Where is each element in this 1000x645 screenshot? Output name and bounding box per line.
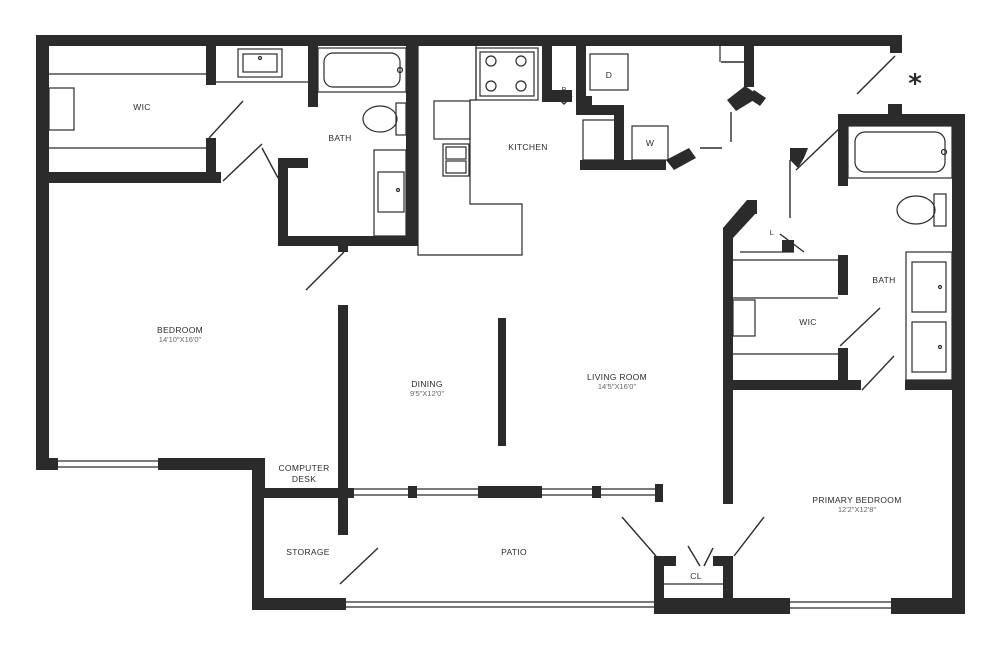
toilet-left (362, 102, 407, 136)
wic-left-label: WIC (133, 102, 150, 112)
pantry-label: P (562, 87, 567, 94)
bath-right-label: BATH (872, 275, 895, 285)
kitchen-sink (442, 143, 470, 177)
central-walls (252, 305, 663, 585)
toilet-right (896, 193, 947, 227)
dining-dims: 9'5"X12'0" (410, 389, 444, 398)
dryer (589, 53, 629, 91)
washer (582, 119, 669, 161)
laundry-walls (576, 45, 766, 170)
left-bath-walls (216, 45, 418, 291)
left-wic-walls (36, 45, 263, 183)
linen-label: L (770, 228, 774, 237)
wic-right-label: WIC (799, 317, 816, 327)
sink-left-vanity (373, 149, 407, 237)
asterisk-marker: * (908, 69, 922, 99)
dining-label: DINING (411, 379, 443, 389)
bedroom-dims: 14'10"X16'0" (159, 335, 202, 344)
kitchen-label: KITCHEN (508, 142, 547, 152)
laundry-doors (700, 44, 896, 149)
patio-label: PATIO (501, 547, 527, 557)
living-room-dims: 14'5"X16'0" (598, 382, 637, 391)
bathtub-left (317, 47, 407, 93)
dryer-label: D (606, 70, 612, 80)
stove (475, 47, 539, 101)
exterior-walls (36, 35, 965, 614)
pantry (555, 95, 573, 105)
sink-left-top (237, 48, 283, 78)
bathtub-right (847, 125, 953, 179)
primary-bedroom-dims: 12'2"X12'8" (838, 505, 877, 514)
closet-walls (621, 516, 765, 614)
computer-desk-label-2: DESK (292, 474, 316, 484)
windows (58, 460, 891, 609)
closet-label: CL (690, 571, 701, 581)
primary-suite-walls (723, 114, 955, 504)
computer-desk-label-1: COMPUTER (278, 463, 329, 473)
living-room-label: LIVING ROOM (587, 372, 647, 382)
bedroom-label: BEDROOM (157, 325, 203, 335)
bath-left-label: BATH (328, 133, 351, 143)
primary-bedroom-label: PRIMARY BEDROOM (812, 495, 901, 505)
storage-label: STORAGE (286, 547, 330, 557)
washer-label: W (646, 138, 654, 148)
kitchen-counter (417, 46, 523, 256)
double-vanity-right (905, 251, 953, 381)
